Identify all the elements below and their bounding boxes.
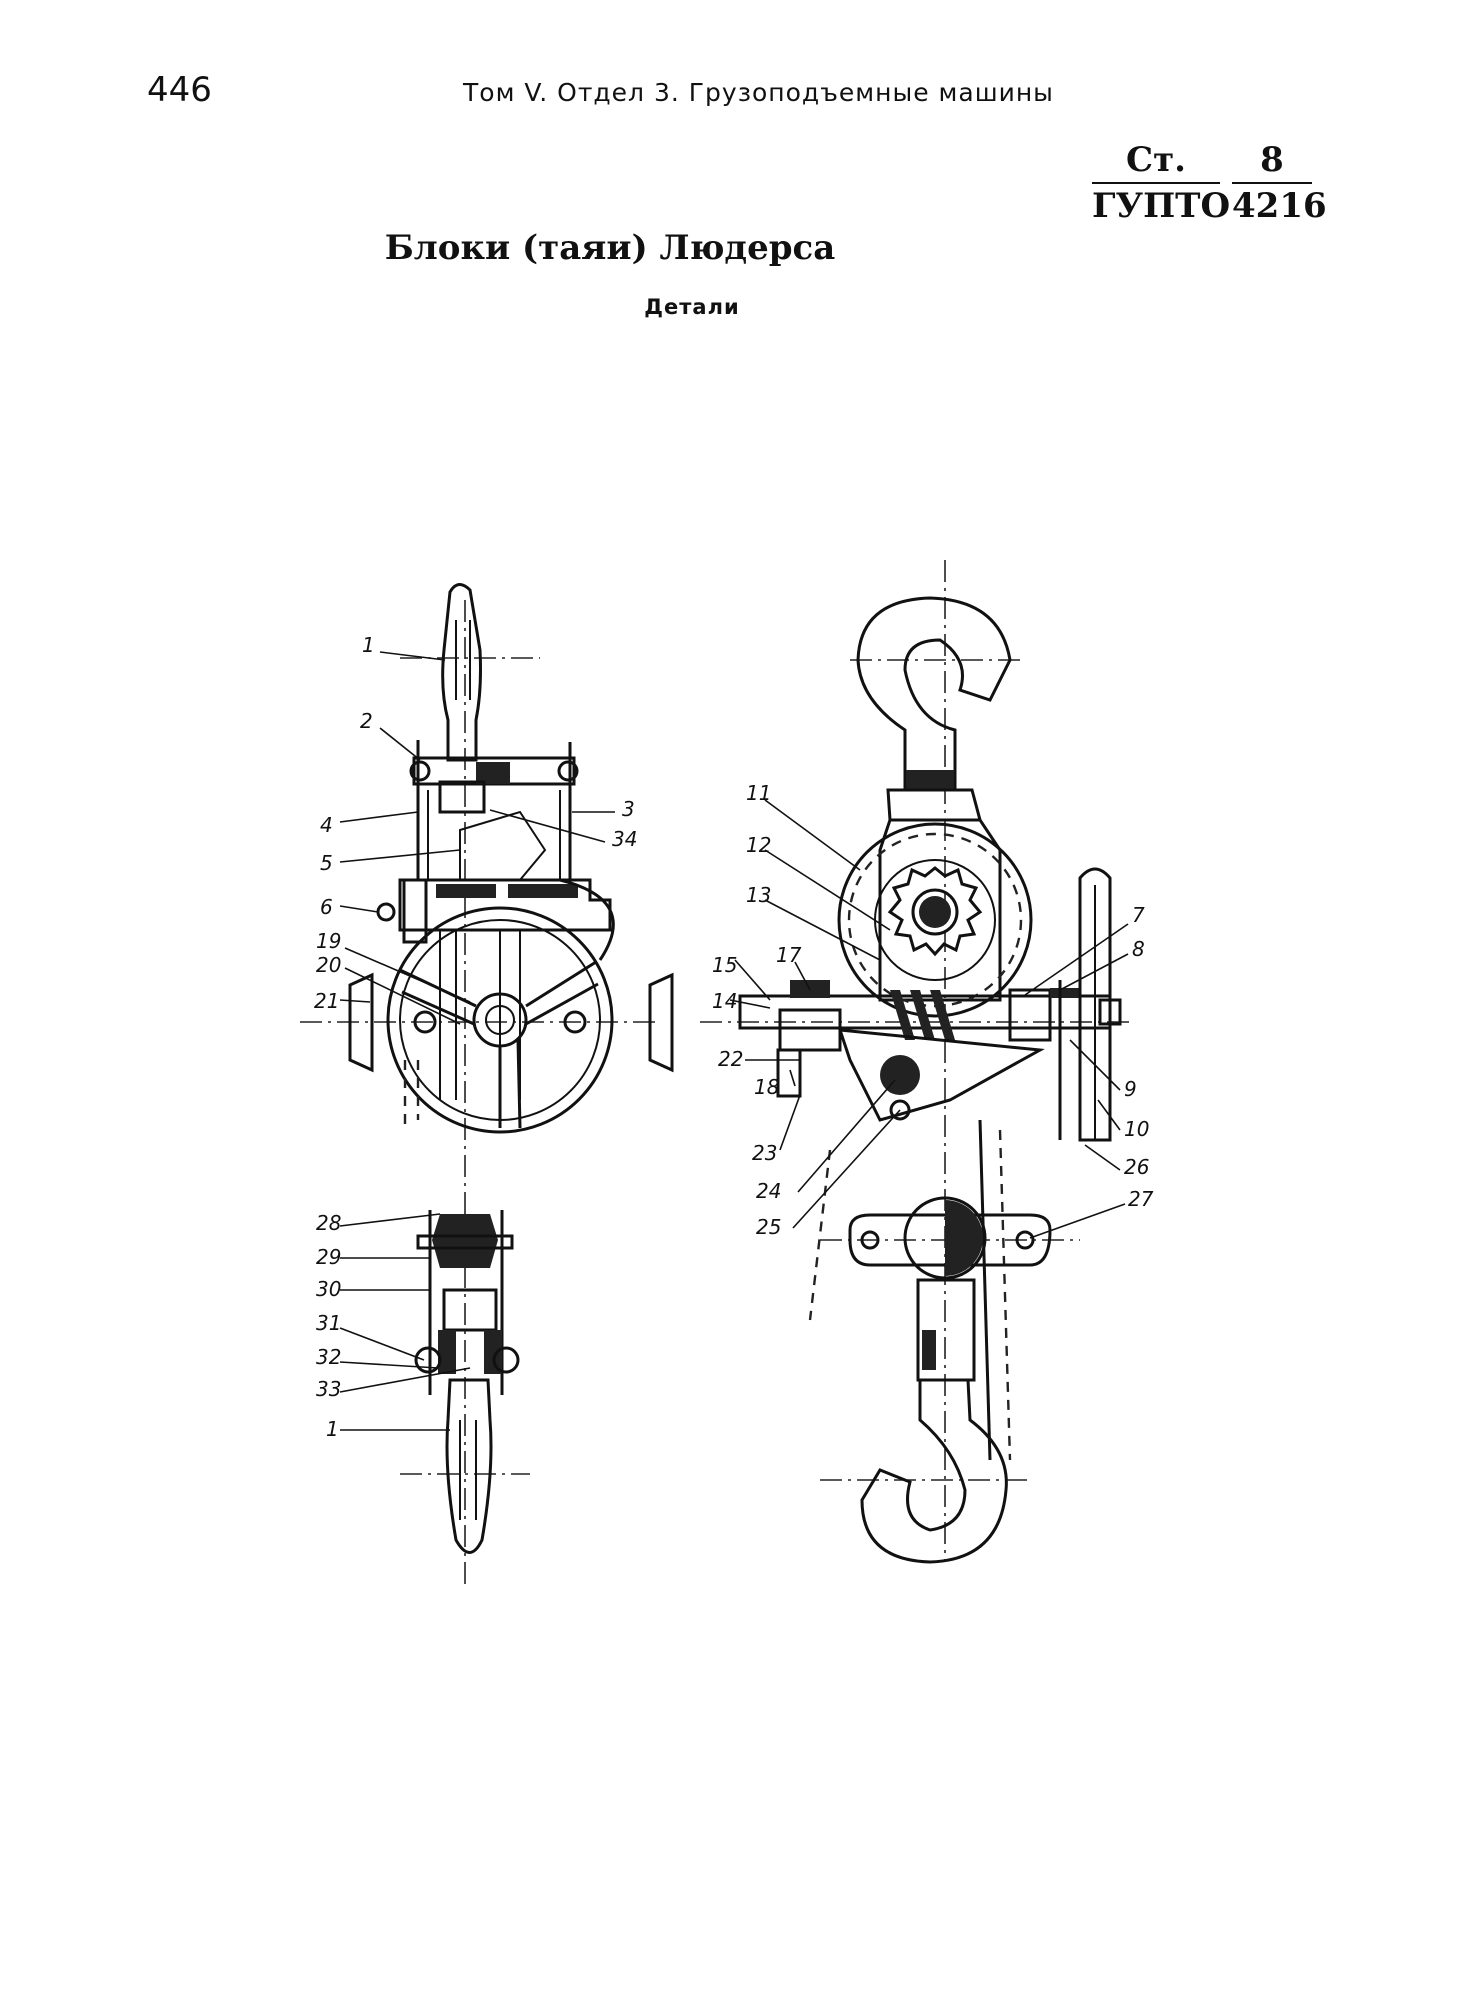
part-label: 1 [326,1417,339,1441]
part-label: 26 [1124,1155,1149,1179]
page-number: 446 [147,70,212,110]
right-view [700,560,1130,1564]
part-label: 3 [622,797,635,821]
part-label: 21 [314,989,339,1013]
part-label: 19 [316,929,341,953]
part-label: 23 [752,1141,777,1165]
std-ref-label: Ст. [1092,140,1220,184]
part-label: 13 [746,883,771,907]
part-label: 2 [360,709,373,733]
part-label: 1 [362,633,375,657]
part-label: 7 [1132,903,1145,927]
std-ref-org: ГУПТО [1092,186,1231,226]
part-label: 18 [754,1075,779,1099]
part-label: 34 [612,827,637,851]
part-label: 30 [316,1277,341,1301]
part-label: 4 [320,813,333,837]
part-label: 9 [1124,1077,1137,1101]
part-label: 17 [776,943,802,967]
part-label: 22 [718,1047,743,1071]
part-label: 6 [320,895,333,919]
part-label: 31 [316,1311,341,1335]
running-header: Том V. Отдел 3. Грузоподъемные машины [463,78,1054,107]
std-ref-sheet: 8 [1232,140,1312,184]
page-subtitle: Детали [0,295,1476,319]
part-label: 33 [316,1377,341,1401]
part-label: 25 [756,1215,781,1239]
part-label: 5 [320,851,333,875]
part-label: 8 [1132,937,1145,961]
part-label: 20 [316,953,341,977]
page-title: Блоки (таяи) Людерса [0,228,1476,268]
part-label: 28 [316,1211,341,1235]
page-title-text: Блоки (таяи) Людерса [384,228,836,268]
part-label: 10 [1124,1117,1149,1141]
part-callouts: 1 2 3 4 5 6 19 20 21 34 28 29 30 31 32 3… [314,633,1154,1441]
std-ref-number: 4216 [1232,186,1327,226]
page-subtitle-text: Детали [644,295,740,319]
part-label: 29 [316,1245,341,1269]
part-label: 15 [712,953,737,977]
standard-reference: Ст. ГУПТО 8 4216 [1092,140,1327,230]
part-label: 24 [756,1179,781,1203]
part-label: 27 [1128,1187,1154,1211]
part-label: 12 [746,833,771,857]
left-view [300,583,674,1590]
part-label: 14 [712,989,737,1013]
part-label: 11 [746,781,771,805]
part-label: 32 [316,1345,341,1369]
